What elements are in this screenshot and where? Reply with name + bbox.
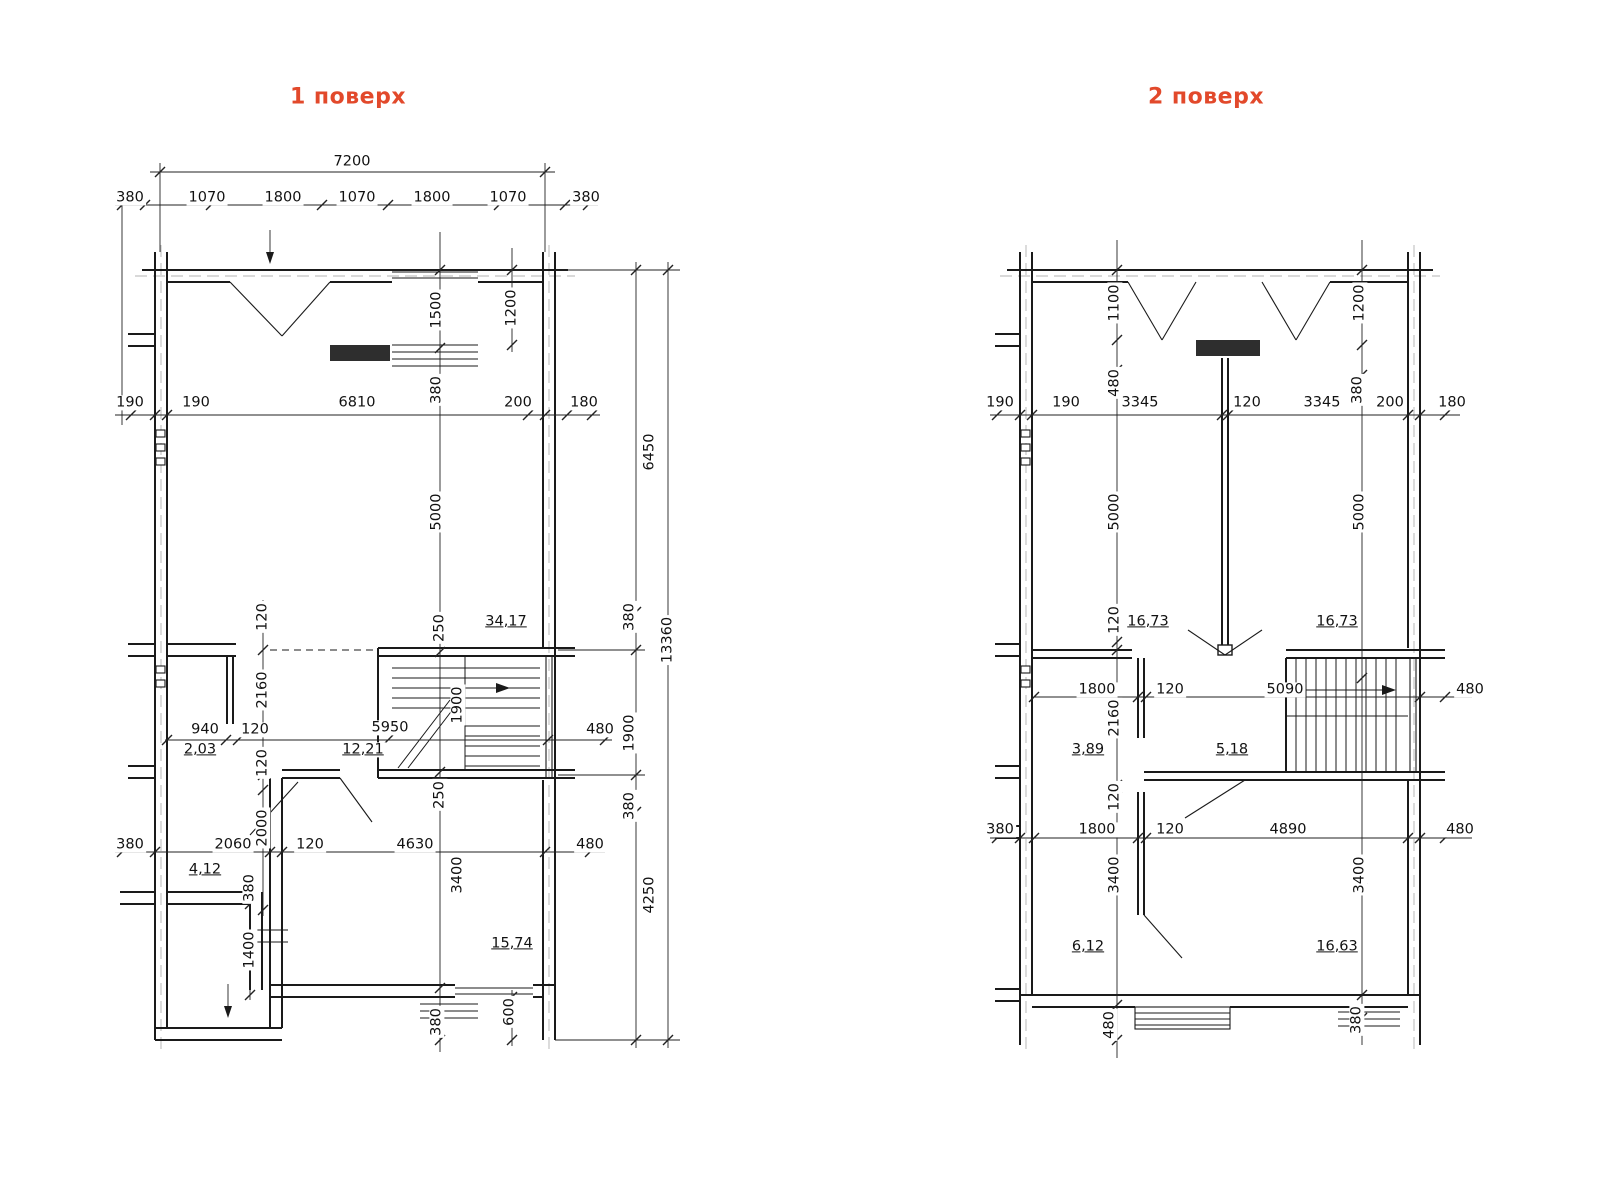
plan2-openings [1020,281,1417,1030]
plan2-stairs [1286,658,1408,772]
plan1-dimensions [115,163,680,1052]
plan1-stairs [392,656,540,770]
plan2-title: 2 поверх [1147,84,1265,110]
plan1-title: 1 поверх [289,84,407,110]
plan2-centerlines [1000,245,1440,1050]
plan2-walls [995,252,1445,1045]
plan1-walls [120,252,575,1041]
